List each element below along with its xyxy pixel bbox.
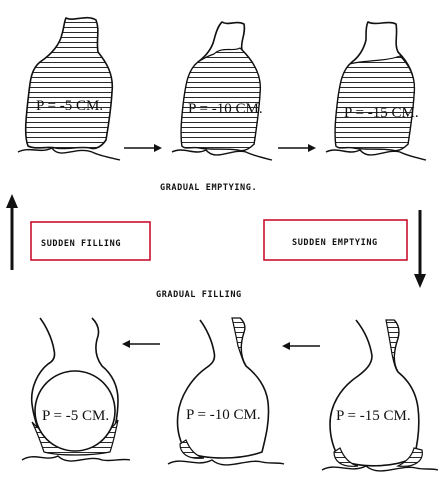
ground-line [321, 465, 439, 472]
pressure-label: P = -5 CM. [36, 98, 103, 114]
water-fill [334, 55, 415, 152]
arrow-right-1 [124, 144, 162, 152]
water-fill [231, 317, 247, 367]
bottom-stage-2-pore: P = -10 CM. [167, 317, 285, 466]
water-fill-bottom-right [395, 447, 423, 467]
pressure-label: P = -10 CM. [186, 407, 261, 423]
top-stage-3-pore: P = -15 CM. [325, 21, 427, 161]
arrow-left-1 [122, 340, 160, 348]
top-stage-1-pore: P = -5 CM. [17, 16, 121, 161]
gradual-filling-caption: GRADUAL FILLING [156, 290, 242, 300]
pressure-label: P = -15 CM. [336, 408, 411, 424]
bottom-stage-3-pore: P = -15 CM. [321, 319, 439, 472]
sudden-emptying-arrow [414, 210, 426, 288]
ground-line [325, 149, 427, 161]
sudden-filling-arrow [6, 194, 18, 270]
air-bubble [34, 370, 116, 452]
sudden-emptying-box: SUDDEN EMPTYING [263, 219, 408, 261]
ground-line [171, 149, 273, 161]
ground-line [167, 459, 285, 466]
ground-line [17, 147, 121, 161]
arrow-right-2 [278, 144, 316, 152]
arrow-left-2 [282, 342, 320, 350]
sudden-filling-box: SUDDEN FILLING [30, 221, 151, 261]
ground-line [21, 455, 131, 462]
bottom-stage-1-pore: P = -5 CM. [21, 317, 131, 462]
sudden-emptying-label: SUDDEN EMPTYING [292, 238, 378, 248]
pressure-label: P = -15 CM. [344, 105, 419, 121]
pore-body [24, 16, 114, 150]
pressure-label: P = -10 CM. [188, 101, 263, 117]
water-fill-bottom [179, 439, 205, 459]
pressure-label: P = -5 CM. [42, 408, 109, 424]
water-fill [385, 319, 400, 373]
pore-body [176, 317, 270, 459]
water-fill [180, 47, 261, 152]
pore-body [329, 319, 420, 467]
top-stage-2-pore: P = -10 CM. [171, 21, 273, 161]
gradual-emptying-caption: GRADUAL EMPTYING. [160, 183, 257, 193]
water-fill-bottom [333, 447, 359, 467]
sudden-filling-label: SUDDEN FILLING [41, 239, 121, 249]
